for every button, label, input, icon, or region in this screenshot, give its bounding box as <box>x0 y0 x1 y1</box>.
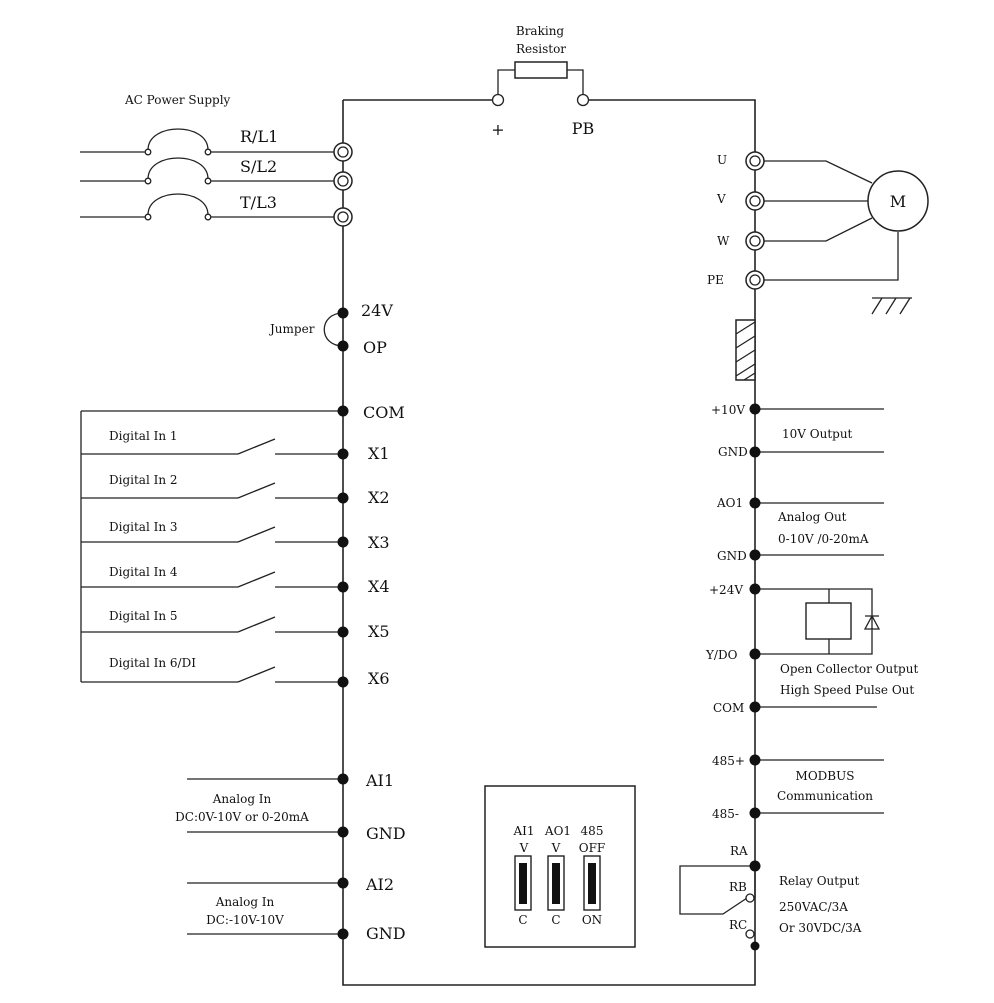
dip-ai1-name: AI1 <box>512 824 534 838</box>
dip-ai1-bottom: C <box>518 913 527 927</box>
dip-485-name: 485 <box>581 824 604 838</box>
terminal-485-minus-label: 485- <box>712 807 739 821</box>
open-collector-label-1: Open Collector Output <box>780 662 918 676</box>
analog-in-2-label-1: Analog In <box>215 895 275 909</box>
terminal-ao1-label: AO1 <box>716 496 743 510</box>
motor-connection: M U V W PE <box>707 151 929 315</box>
relay-output-label-1: Relay Output <box>779 874 860 888</box>
analog-in-2-label-2: DC:-10V-10V <box>206 913 284 927</box>
modbus-label-2: Communication <box>777 789 873 803</box>
braking-resistor-label-1: Braking <box>516 24 565 38</box>
open-collector-label-2: High Speed Pulse Out <box>780 683 914 697</box>
digital-in-3-label: Digital In 3 <box>109 520 178 534</box>
terminal-rb-label: RB <box>729 880 747 894</box>
dip-switch-ao1[interactable]: AO1 V C <box>544 824 571 927</box>
analog-out-label-2: 0-10V /0-20mA <box>778 532 869 546</box>
jumper: Jumper 24V OP <box>268 301 393 357</box>
dip-485-bottom: ON <box>582 913 602 927</box>
digital-inputs: COM Digital In 1 X1 Digital In 2 X2 Digi… <box>80 403 405 688</box>
terminal-gnd-ai1-label: GND <box>366 824 406 843</box>
relay-output-label-3: Or 30VDC/3A <box>779 921 862 935</box>
dip-switch-485[interactable]: 485 OFF ON <box>579 824 606 927</box>
inverter-body <box>342 99 756 986</box>
dip-ao1-top: V <box>551 841 561 855</box>
terminal-plus10v-label: +10V <box>711 403 745 417</box>
terminal-ra-label: RA <box>730 844 748 858</box>
terminal-485-plus-label: 485+ <box>712 754 745 768</box>
output-10v-label: 10V Output <box>782 427 853 441</box>
resistor-symbol <box>514 61 568 79</box>
braking-resistor: Braking Resistor + PB <box>491 24 594 139</box>
terminal-op-label: OP <box>363 338 387 357</box>
ac-power-supply-label: AC Power Supply <box>124 93 231 107</box>
analog-in-1-label-2: DC:0V-10V or 0-20mA <box>175 810 309 824</box>
ac-power-supply: AC Power Supply R/L1 S/L2 T/L3 <box>80 93 353 227</box>
digital-in-4-label: Digital In 4 <box>109 565 178 579</box>
pb-terminal-label: PB <box>572 119 595 138</box>
terminal-w-label: W <box>717 234 730 248</box>
ferrite-block <box>735 319 756 381</box>
digital-in-1-label: Digital In 1 <box>109 429 178 443</box>
braking-resistor-label-2: Resistor <box>516 42 566 56</box>
terminal-gnd-ai2-label: GND <box>366 924 406 943</box>
terminal-pe-label: PE <box>707 273 724 287</box>
plus-terminal-label: + <box>491 120 504 139</box>
terminal-plus24v-label: +24V <box>709 583 743 597</box>
analog-inputs: AI1 GND Analog In DC:0V-10V or 0-20mA AI… <box>175 771 405 943</box>
analog-in-1-label-1: Analog In <box>212 792 272 806</box>
terminal-com-right-label: COM <box>713 701 744 715</box>
dip-ao1-bottom: C <box>551 913 560 927</box>
terminal-t-l3-label: T/L3 <box>240 193 277 212</box>
dip-485-top: OFF <box>579 841 606 855</box>
terminal-gnd-ao-label: GND <box>717 549 747 563</box>
relay-output-label-2: 250VAC/3A <box>779 900 848 914</box>
dip-switch-ai1[interactable]: AI1 V C <box>512 824 534 927</box>
dip-switch-panel: AI1 V C AO1 V C 485 OFF ON <box>484 785 636 948</box>
digital-in-2-label: Digital In 2 <box>109 473 178 487</box>
terminal-24v-label: 24V <box>361 301 393 320</box>
terminal-s-l2-label: S/L2 <box>240 157 277 176</box>
right-terminals: +10V GND 10V Output AO1 GND Analog Out 0… <box>679 403 918 951</box>
terminal-rc-label: RC <box>729 918 747 932</box>
terminal-x5-label: X5 <box>368 622 390 641</box>
digital-in-6-label: Digital In 6/DI <box>109 656 196 670</box>
terminal-u-label: U <box>717 153 727 167</box>
motor-label: M <box>890 192 906 211</box>
terminal-com-label: COM <box>363 403 405 422</box>
digital-in-5-label: Digital In 5 <box>109 609 178 623</box>
dip-ao1-name: AO1 <box>544 824 571 838</box>
terminal-x1-label: X1 <box>368 444 390 463</box>
terminal-gnd-10v-label: GND <box>718 445 748 459</box>
terminal-x3-label: X3 <box>368 533 390 552</box>
terminal-ydo-label: Y/DO <box>705 648 738 662</box>
modbus-label-1: MODBUS <box>796 769 855 783</box>
jumper-label: Jumper <box>268 322 315 336</box>
terminal-x2-label: X2 <box>368 488 390 507</box>
dip-ai1-top: V <box>519 841 529 855</box>
motor-symbol <box>867 170 929 232</box>
analog-out-label-1: Analog Out <box>777 510 847 524</box>
terminal-ai1-label: AI1 <box>365 771 394 790</box>
terminal-x4-label: X4 <box>368 577 390 596</box>
terminal-r-l1-label: R/L1 <box>240 127 278 146</box>
terminal-v-label: V <box>716 192 726 206</box>
terminal-x6-label: X6 <box>368 669 390 688</box>
terminal-ai2-label: AI2 <box>365 875 394 894</box>
